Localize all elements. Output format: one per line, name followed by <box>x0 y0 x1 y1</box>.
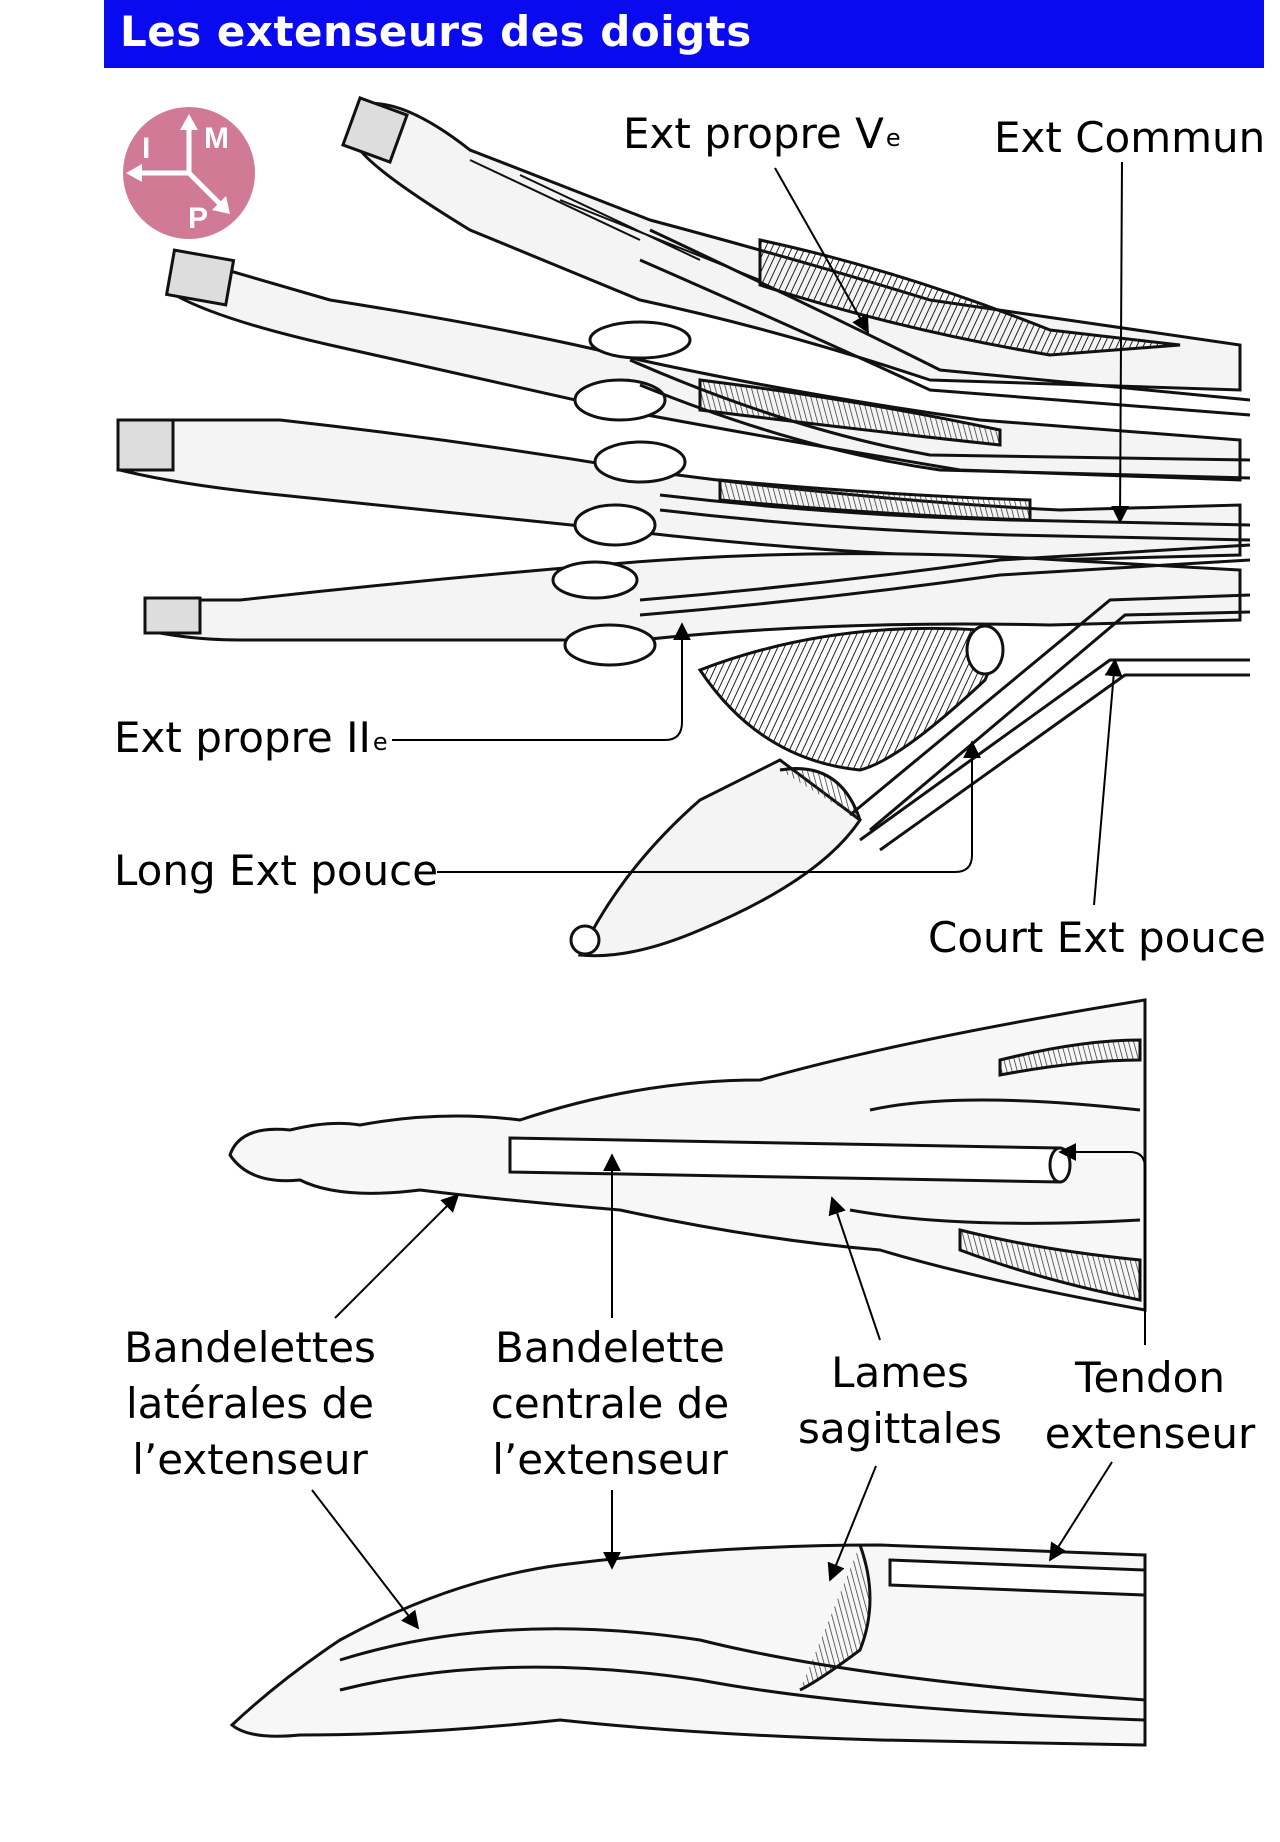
lower-pointer-lines <box>311 1143 1146 1630</box>
label-ext-commun: Ext Commun <box>994 113 1266 162</box>
court-ext-pouce-pointer <box>1093 658 1123 906</box>
label-bandelette-centrale: Bandelette centrale de l’extenseur <box>490 1323 730 1484</box>
page-title: Les extenseurs des doigts <box>120 7 752 56</box>
label-lames-sagittales: Lames sagittales <box>797 1348 1002 1453</box>
upper-pointer-lines <box>392 161 1130 906</box>
bandelettes-laterales-lower-pointer <box>311 1489 420 1630</box>
ext-commun-pointer <box>1111 161 1130 524</box>
label-ext-propre-v: Ext propre Ve <box>623 109 901 158</box>
title-bar: Les extenseurs des doigts <box>104 0 1264 68</box>
interosseous-muscle-drawing <box>697 626 993 772</box>
tendon-extenseur-upper-pointer <box>1058 1143 1146 1345</box>
bandelettes-laterales-upper-pointer <box>334 1193 460 1319</box>
finger-dorsal-view-drawing <box>228 998 1147 1312</box>
label-court-ext-pouce: Court Ext pouce <box>928 913 1266 962</box>
label-ext-propre-ii: Ext propre IIe <box>114 713 388 762</box>
label-long-ext-pouce: Long Ext pouce <box>114 846 439 895</box>
compass-top-label: M <box>204 122 229 155</box>
lames-sagittales-lower-pointer <box>827 1465 877 1582</box>
extensor-tendons-drawing <box>629 228 1251 617</box>
ext-propre-ii-pointer <box>392 622 691 741</box>
thumb-drawing <box>569 758 863 958</box>
middle-finger-drawing <box>116 418 1242 562</box>
label-bandelettes-laterales: Bandelettes latérales de l’extenseur <box>124 1323 376 1484</box>
ext-propre-v-pointer <box>774 167 869 334</box>
ring-finger-drawing <box>164 248 1242 482</box>
label-tendon-extenseur: Tendon extenseur <box>1044 1353 1256 1458</box>
finger-lateral-view-drawing <box>229 1543 1147 1747</box>
orientation-compass-icon: M I P <box>123 107 255 239</box>
compass-left-label: I <box>142 132 150 165</box>
tendon-extenseur-lower-pointer <box>1049 1461 1113 1562</box>
lames-sagittales-upper-pointer <box>828 1196 881 1341</box>
compass-bottom-label: P <box>188 202 208 235</box>
long-ext-pouce-pointer <box>437 740 981 873</box>
